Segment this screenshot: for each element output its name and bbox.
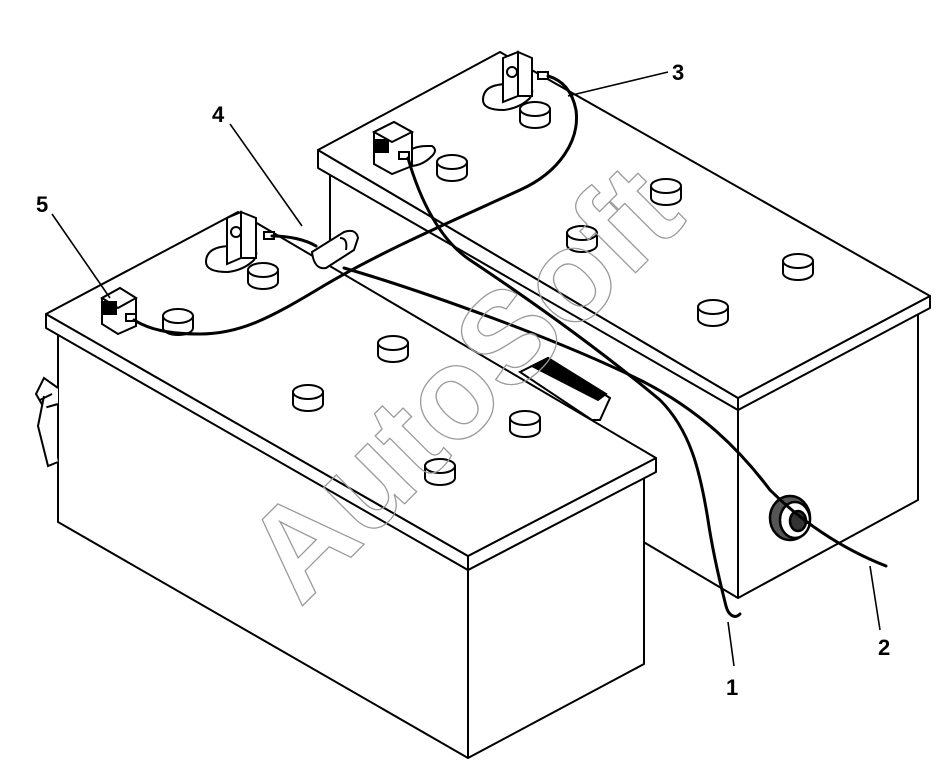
cell-cap [247,262,279,290]
callout-labels: 1 2 3 4 5 [36,60,890,700]
cell-cap [650,178,682,206]
rear-battery-lid [317,51,931,399]
rear-battery-terminal-right [481,50,549,112]
cell-cap [424,458,456,486]
cell-cap [436,154,468,182]
fuse-holder [310,229,360,270]
battery-handle [34,376,59,468]
cable-main [342,266,888,568]
hold-down-bracket [518,356,612,421]
cell-cap [519,101,551,129]
rear-battery-caps [436,101,814,327]
front-battery-terminal-right [204,210,275,274]
cell-cap [566,225,598,253]
rear-battery-terminal-left [371,120,436,176]
cell-cap [377,335,409,363]
cell-cap [697,299,729,327]
cables [132,74,888,618]
cable-main [270,234,318,248]
cell-cap [509,410,541,438]
callout-3: 3 [672,60,684,85]
callout-1: 1 [726,675,738,700]
cell-cap [292,384,324,412]
cable-grommet [768,494,812,542]
callout-2: 2 [878,635,890,660]
front-battery-terminal-left [100,286,138,336]
cable-jumper [132,74,578,336]
callout-leaders [51,71,881,667]
callout-5: 5 [36,192,48,217]
front-battery [45,211,657,759]
front-battery-caps [162,262,541,486]
cable-ground [406,156,742,618]
callout-4: 4 [212,102,225,127]
front-battery-lid [45,211,657,557]
cell-cap [162,308,194,336]
cell-cap [782,253,814,281]
